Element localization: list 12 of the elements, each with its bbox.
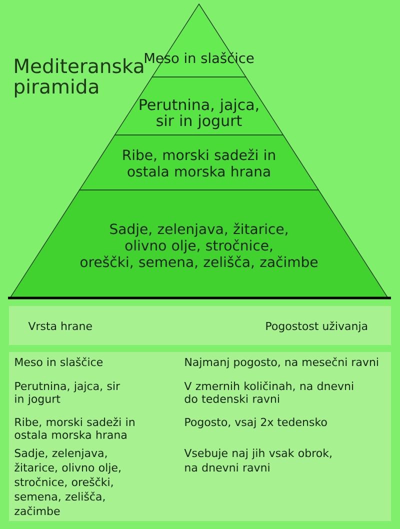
table-cell: Pogosto, vsaj 2x tedensko [185,418,327,428]
table-cell: Najmanj pogosto, na mesečni ravni [185,357,378,368]
table-cell: Perutnina, jajca, sir in jogurt [15,382,120,406]
table-cell: V zmernih količinah, na dnevni do tedenski ravni [184,381,354,403]
table-cell: Ribe, morski sadeži in ostala morska hrana [14,417,134,439]
pyramid-tier: Sadje, zelenjava, žitarice, olivno olje, stročnice, oreščki, semena, zelišča, začimbe [8,190,391,300]
table-cell: Meso in slaščice [15,357,103,366]
column-header: Vrsta hrane [28,322,92,330]
column-header: Pogostost uživanja [266,321,368,332]
pyramid-tier: Perutnina, jajca, sir in jogurt [114,76,284,136]
table-cell: Sadje, zelenjava, žitarice, olivno olje, stročnice, oreščki, semena, zelišča, začimbe [14,448,120,516]
table-cell: Vsebuje naj jih vsak obrok, na dnevni ravni [184,448,332,472]
